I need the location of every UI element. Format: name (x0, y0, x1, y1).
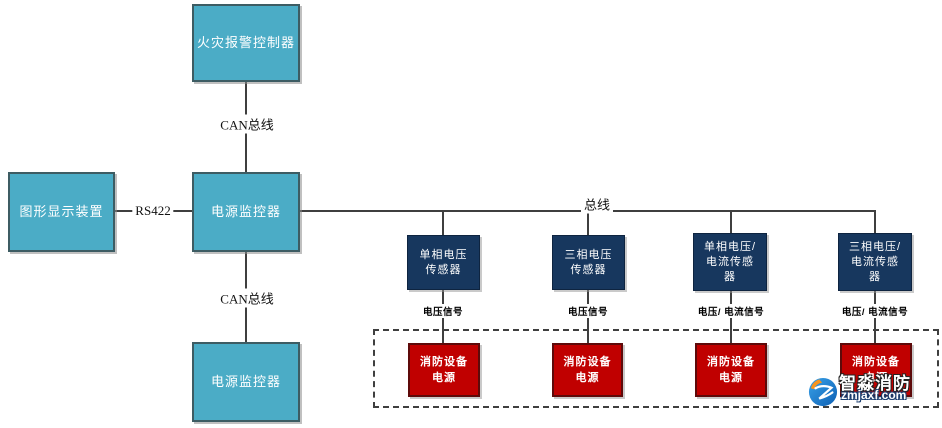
watermark-logo-icon (808, 377, 838, 407)
signal-label-1: 电压信号 (420, 304, 466, 318)
watermark-website-text: zmjaxf.com (841, 388, 907, 402)
watermark: 智淼消防 zmjaxf.com (806, 369, 940, 411)
node-label: 电源监控器 (210, 374, 281, 389)
node-power-monitor-bottom: 电源监控器 (192, 342, 300, 422)
node-label: 电源监控器 (210, 204, 281, 219)
node-label-line: 单相电压 (419, 248, 468, 261)
node-label-line: 传感器 (425, 263, 462, 276)
bus-drop-line-2 (587, 211, 589, 235)
node-label-line: 器 (869, 270, 881, 283)
node-label-line: 电源 (719, 372, 743, 384)
node-label-line: 消防设备 (563, 356, 612, 368)
node-single-phase-voltage-current-sensor: 单相电压/ 电流传感 器 (693, 233, 767, 291)
node-label: 火灾报警控制器 (196, 35, 295, 50)
node-label-line: 电流传感 (706, 255, 754, 268)
watermark-brand-text: 智淼消防 (839, 374, 911, 393)
signal-label-2: 电压信号 (565, 304, 611, 318)
edge-label-can-bus-top: CAN总线 (217, 114, 277, 134)
node-label-line: 单相电压/ (703, 240, 757, 253)
node-graphic-display-device: 图形显示装置 (8, 172, 115, 252)
node-label-line: 电源 (575, 372, 600, 384)
node-label-line: 消防设备 (852, 356, 900, 368)
node-label: 图形显示装置 (19, 204, 104, 219)
node-single-phase-voltage-sensor: 单相电压 传感器 (407, 235, 480, 290)
node-label-line: 传感器 (570, 263, 607, 276)
node-label-line: 消防设备 (420, 356, 468, 368)
node-label-line: 三相电压 (564, 248, 613, 261)
node-fire-equipment-power-3: 消防设备 电源 (695, 343, 767, 397)
node-label-line: 器 (724, 270, 736, 283)
node-fire-equipment-power-2: 消防设备 电源 (552, 343, 623, 397)
edge-label-rs422: RS422 (132, 203, 174, 219)
edge-label-can-bus-bottom: CAN总线 (217, 288, 277, 308)
node-label-line: 电源 (864, 372, 888, 384)
bus-drop-line-3 (730, 211, 732, 233)
edge-label-sensor-bus: 总线 (580, 194, 614, 214)
node-fire-alarm-controller: 火灾报警控制器 (192, 4, 300, 82)
node-three-phase-voltage-sensor: 三相电压 传感器 (552, 235, 625, 290)
bus-drop-line-1 (442, 211, 444, 235)
node-label-line: 电源 (432, 372, 456, 384)
fire-equipment-power-group-border (373, 329, 939, 408)
node-three-phase-voltage-current-sensor: 三相电压/ 电流传感 器 (838, 233, 912, 291)
node-label-line: 三相电压/ (848, 240, 902, 253)
node-fire-equipment-power-1: 消防设备 电源 (408, 343, 480, 397)
node-fire-equipment-power-4: 消防设备 电源 (840, 343, 912, 397)
node-label-line: 消防设备 (707, 356, 755, 368)
bus-drop-line-4 (874, 211, 876, 233)
signal-label-4: 电压/ 电流信号 (839, 304, 911, 318)
signal-label-3: 电压/ 电流信号 (695, 304, 767, 318)
node-power-monitor-middle: 电源监控器 (192, 172, 300, 252)
node-label-line: 电流传感 (851, 255, 899, 268)
